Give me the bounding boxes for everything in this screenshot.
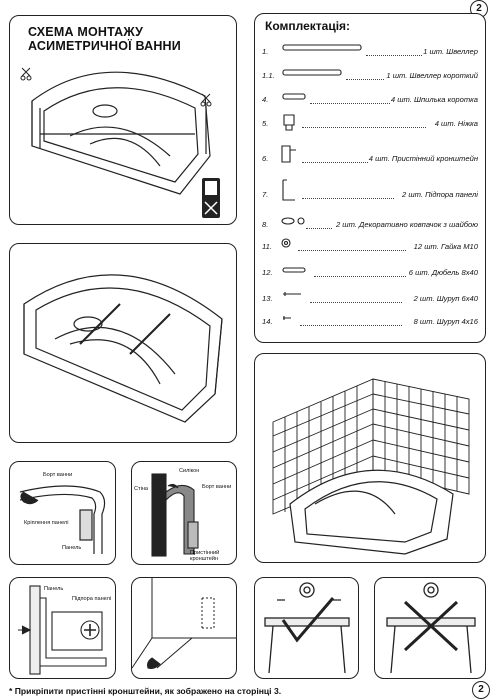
- correct-example-drawing: [264, 582, 350, 674]
- kit-item-number: 1.: [262, 47, 269, 56]
- kit-item-number: 1.1.: [262, 71, 275, 80]
- no-stacking-icon: [202, 178, 220, 218]
- kit-item-description: 4 шт. Пристінний кронштейн: [367, 154, 478, 163]
- short-channel-icon: [282, 69, 342, 76]
- wall-bracket-label: Пристінний кронштейн: [190, 550, 220, 562]
- scheme-title-line1: СХЕМА МОНТАЖУ: [28, 25, 144, 39]
- panel-fixing-detail-panel: Борт ванни Кріплення панелі Панель: [9, 461, 116, 565]
- nut-icon: [281, 238, 291, 248]
- panel-support-detail-panel: Панель Підпора панелі: [9, 577, 116, 679]
- wall-drilling-drawing: [132, 578, 236, 669]
- kit-item-number: 6.: [262, 154, 269, 163]
- correct-example-panel: [254, 577, 359, 679]
- kit-item: 5. 4 шт. Ніжка: [262, 115, 482, 131]
- incorrect-example-drawing: [386, 582, 476, 674]
- wall-label: Стіна: [134, 486, 149, 492]
- page-number-bottom: 2: [472, 681, 490, 699]
- kit-item: 14. 8 шт. Шуруп 4х16: [262, 313, 482, 329]
- screw-6x40-icon: [283, 292, 301, 296]
- rim-section-drawing: [19, 485, 106, 554]
- panel-label-2: Панель: [44, 586, 64, 592]
- cap-icon: [281, 217, 295, 225]
- kit-item-number: 13.: [262, 294, 273, 303]
- wall-joint-drawing: [151, 473, 199, 557]
- footer-note: * Прикріпити пристінні кронштейни, як зо…: [9, 686, 282, 696]
- panel-support-icon: [282, 179, 295, 201]
- kit-item-description: 8 шт. Шуруп 4х16: [412, 317, 478, 326]
- kit-item: 13. 2 шт. Шуруп 6х40: [262, 290, 482, 306]
- bath-frame-drawing: [20, 67, 220, 218]
- wall-drilling-panel: [131, 577, 237, 679]
- silicone-label: Силікон: [179, 468, 200, 474]
- kit-item-description: 1 шт. Швеллер короткий: [385, 71, 478, 80]
- kit-item: 6. 4 шт. Пристінний кронштейн: [262, 150, 482, 166]
- panel-support-drawing: [18, 585, 107, 675]
- kit-item-number: 7.: [262, 190, 269, 199]
- kit-item-number: 8.: [262, 220, 269, 229]
- kit-list-panel: [254, 13, 486, 343]
- bath-rim-label: Борт ванни: [43, 472, 73, 478]
- kit-item: 11. 12 шт. Гайка М10: [262, 238, 482, 254]
- wall-bracket-icon: [281, 145, 296, 163]
- installed-bath-drawing: [272, 378, 470, 555]
- kit-item: 12. 6 шт. Дюбель 8х40: [262, 264, 482, 280]
- bath-channels-drawing: [23, 274, 223, 423]
- kit-item: 1.1. 1 шт. Швеллер короткий: [262, 67, 482, 83]
- kit-item-description: 12 шт. Гайка М10: [412, 242, 478, 251]
- incorrect-example-panel: [374, 577, 486, 679]
- bath-channels-panel: [9, 243, 237, 443]
- leg-icon: [283, 114, 295, 131]
- dowel-icon: [282, 267, 306, 273]
- panel-fixing-label: Кріплення панелі: [24, 520, 69, 526]
- assembly-scheme-panel: СХЕМА МОНТАЖУ АСИМЕТРИЧНОЇ ВАННИ: [9, 15, 237, 225]
- bath-rim-label-2: Борт ванни: [202, 484, 232, 490]
- kit-item: 1. 1 шт. Швеллер: [262, 43, 482, 59]
- kit-item: 8. 2 шт. Декоративно ковпачок з шайбою: [262, 216, 482, 232]
- screw-4x16-icon: [283, 316, 291, 320]
- kit-item-number: 12.: [262, 268, 273, 277]
- panel-label: Панель: [62, 545, 82, 551]
- kit-item-description: 1 шт. Швеллер: [422, 47, 478, 56]
- kit-item: 7. 2 шт. Підпора панелі: [262, 186, 482, 202]
- kit-item-description: 2 шт. Декоративно ковпачок з шайбою: [334, 220, 478, 229]
- kit-item-description: 4 шт. Ніжка: [433, 119, 478, 128]
- kit-item-description: 6 шт. Дюбель 8х40: [407, 268, 478, 277]
- kit-title: Комплектація:: [265, 19, 351, 33]
- kit-item-number: 11.: [262, 242, 272, 251]
- channel-icon: [282, 44, 362, 51]
- kit-item-number: 4.: [262, 95, 269, 104]
- wall-joint-detail-panel: Силікон Стіна Борт ванни Пристінний крон…: [131, 461, 237, 565]
- kit-item: 4. 4 шт. Шпилька коротка: [262, 91, 482, 107]
- kit-item-number: 5.: [262, 119, 269, 128]
- panel-support-label: Підпора панелі: [72, 596, 112, 602]
- scheme-title-line2: АСИМЕТРИЧНОЇ ВАННИ: [28, 39, 181, 53]
- kit-item-number: 14.: [262, 317, 273, 326]
- kit-item-description: 4 шт. Шпилька коротка: [389, 95, 478, 104]
- installed-bath-panel: [254, 353, 486, 563]
- kit-item-description: 2 шт. Шуруп 6х40: [412, 294, 478, 303]
- stud-icon: [282, 93, 306, 100]
- kit-item-description: 2 шт. Підпора панелі: [401, 190, 478, 199]
